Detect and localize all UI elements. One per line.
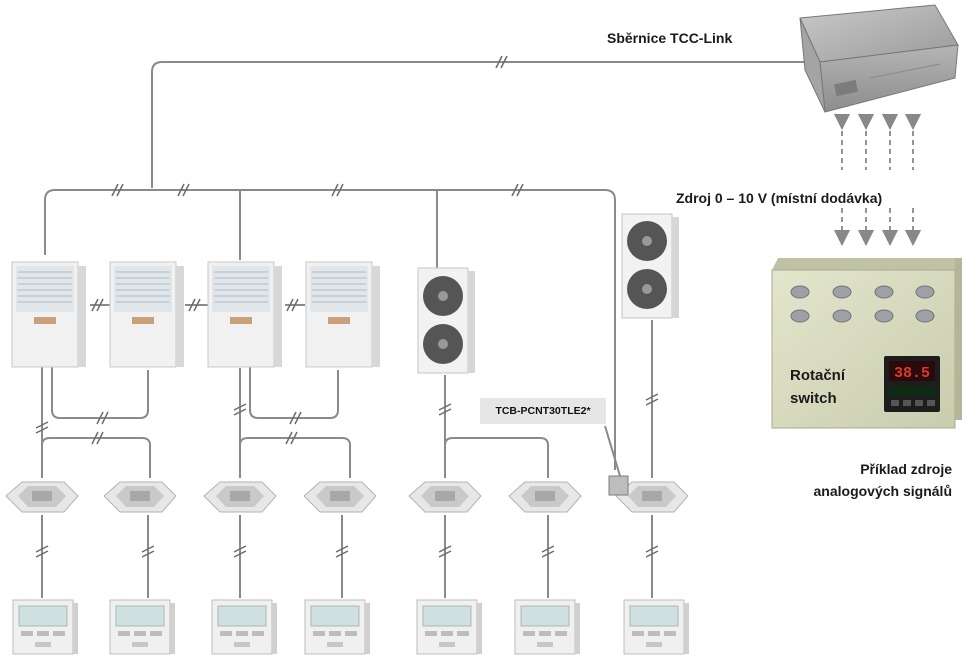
rotary-knobs xyxy=(790,285,935,323)
remote-controller-3 xyxy=(211,599,277,655)
remote-controller-2 xyxy=(109,599,175,655)
digital-display: 38.5 xyxy=(884,356,940,412)
signal-source-label: Zdroj 0 – 10 V (místní dodávka) xyxy=(676,190,883,206)
cassette-unit-3 xyxy=(203,481,277,513)
wall-remote-controllers xyxy=(12,599,689,655)
analog-source-example-label: Příklad zdroje analogových signálů xyxy=(746,458,952,502)
wiring xyxy=(41,61,815,598)
cassette-indoor-units xyxy=(5,481,689,513)
display-readout: 38.5 xyxy=(894,365,930,382)
cassette-unit-1 xyxy=(5,481,79,513)
interface-model-label: TCB-PCNT30TLE2* xyxy=(480,398,606,424)
example-label-line2: analogových signálů xyxy=(813,483,952,499)
rotary-label-line1: Rotační xyxy=(790,367,846,384)
vrf-outdoor-unit-2 xyxy=(109,261,184,368)
fan-outdoor-unit-2 xyxy=(621,213,679,319)
remote-controller-1 xyxy=(12,599,78,655)
cassette-unit-6 xyxy=(508,481,582,513)
vrf-outdoor-unit-4 xyxy=(305,261,380,368)
remote-controller-5 xyxy=(416,599,482,655)
remote-controller-4 xyxy=(304,599,370,655)
vrf-outdoor-units xyxy=(11,261,380,368)
example-label-line1: Příklad zdroje xyxy=(860,461,952,477)
cassette-unit-7 xyxy=(615,481,689,513)
vrf-outdoor-unit-3 xyxy=(207,261,282,368)
remote-controller-7 xyxy=(623,599,689,655)
tcc-link-interface-box xyxy=(799,4,959,113)
remote-controller-6 xyxy=(514,599,580,655)
tcb-interface-module xyxy=(608,475,629,496)
vrf-outdoor-unit-1 xyxy=(11,261,86,368)
wire-slash-marks xyxy=(35,55,659,558)
tcc-link-bus-label: Sběrnice TCC-Link xyxy=(607,30,733,46)
fan-outdoor-unit-1 xyxy=(417,267,475,374)
cassette-unit-4 xyxy=(303,481,377,513)
cassette-unit-5 xyxy=(408,481,482,513)
analog-signal-arrows xyxy=(833,113,922,247)
rotary-switch-panel: 38.5 xyxy=(771,258,962,429)
rotary-label-line2: switch xyxy=(790,390,837,407)
rotary-switch-label: Rotační switch xyxy=(790,364,845,410)
cassette-unit-2 xyxy=(103,481,177,513)
